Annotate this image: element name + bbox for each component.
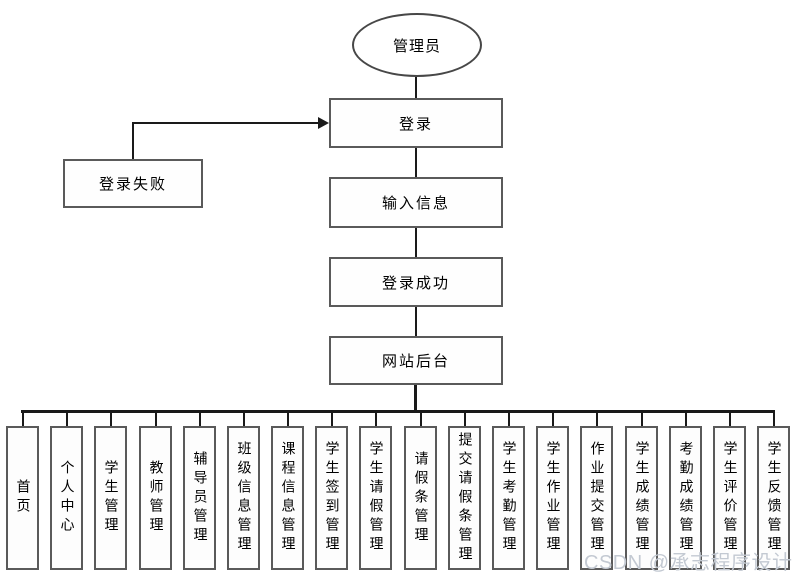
module-box: 教师管理 <box>139 426 172 570</box>
module-box: 学生考勤管理 <box>492 426 525 570</box>
module-stub <box>154 413 157 426</box>
actor-node: 管理员 <box>352 13 482 77</box>
module-box: 学生成绩管理 <box>625 426 658 570</box>
node-input-info: 输入信息 <box>329 177 503 228</box>
node-login-success-label: 登录成功 <box>381 273 450 292</box>
module-stub <box>419 413 422 426</box>
module-box: 首页 <box>6 426 39 570</box>
bus-line <box>21 410 775 413</box>
module-box: 提交请假条管理 <box>448 426 481 570</box>
module-box: 辅导员管理 <box>183 426 216 570</box>
module-stub <box>640 413 643 426</box>
module-box: 作业提交管理 <box>580 426 613 570</box>
connector-fail-vertical <box>132 123 134 159</box>
node-login-label: 登录 <box>398 114 433 133</box>
module-stub <box>551 413 554 426</box>
connector-input-success <box>415 228 417 257</box>
node-login: 登录 <box>329 98 503 148</box>
module-box: 学生签到管理 <box>315 426 348 570</box>
module-stub <box>728 413 731 426</box>
module-stub <box>242 413 245 426</box>
module-box: 班级信息管理 <box>227 426 260 570</box>
module-box: 学生反馈管理 <box>757 426 790 570</box>
module-stub <box>463 413 466 426</box>
module-box: 学生请假管理 <box>359 426 392 570</box>
node-input-info-label: 输入信息 <box>381 194 450 212</box>
module-stub <box>65 413 68 426</box>
module-stub <box>286 413 289 426</box>
module-stub <box>772 413 775 426</box>
module-box: 学生管理 <box>94 426 127 570</box>
module-stub <box>507 413 510 426</box>
connector-login-input <box>415 148 417 177</box>
connector-backend-bus <box>414 385 417 411</box>
module-stub <box>21 413 24 426</box>
module-box: 学生作业管理 <box>536 426 569 570</box>
connector-fail-horizontal <box>132 122 318 124</box>
actor-label: 管理员 <box>392 36 441 55</box>
connector-actor-login <box>415 77 417 98</box>
module-stub <box>595 413 598 426</box>
watermark: CSDN @承志程序设计 <box>584 552 792 574</box>
arrowhead-into-login <box>318 117 329 129</box>
module-box: 课程信息管理 <box>271 426 304 570</box>
module-stub <box>330 413 333 426</box>
node-login-fail: 登录失败 <box>63 159 203 208</box>
module-box: 个人中心 <box>50 426 83 570</box>
node-login-success: 登录成功 <box>329 257 503 307</box>
module-box: 请假条管理 <box>404 426 437 570</box>
module-stub <box>109 413 112 426</box>
node-backend-label: 网站后台 <box>381 352 450 370</box>
node-backend: 网站后台 <box>329 336 503 385</box>
module-stub <box>684 413 687 426</box>
node-login-fail-label: 登录失败 <box>98 175 167 193</box>
module-stub <box>374 413 377 426</box>
module-stub <box>198 413 201 426</box>
connector-success-backend <box>415 307 417 336</box>
module-box: 考勤成绩管理 <box>669 426 702 570</box>
module-box: 学生评价管理 <box>713 426 746 570</box>
